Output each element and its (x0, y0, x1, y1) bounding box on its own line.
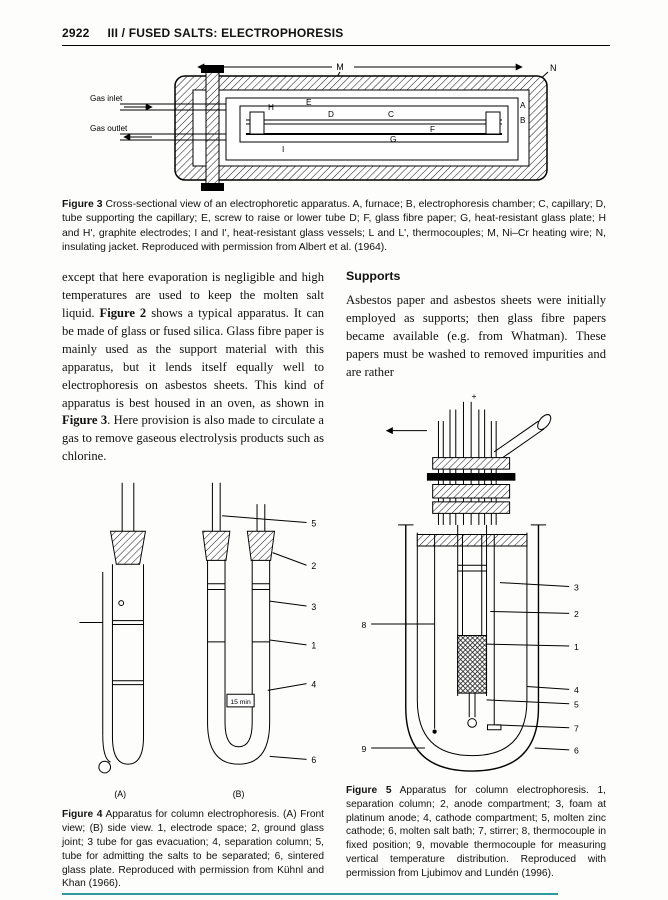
callout-4: 4 (311, 680, 316, 690)
callout-7: 7 (574, 723, 579, 733)
left-paragraph-seg1: except that here evaporation is negligib… (62, 270, 324, 321)
callout-8: 8 (362, 620, 367, 630)
figure5-caption-label: Figure 5 (346, 784, 392, 796)
figure3-caption-label: Figure 3 (62, 199, 103, 210)
running-title: III / FUSED SALTS: ELECTROPHORESIS (107, 26, 344, 40)
left-column: except that here evaporation is negligib… (62, 269, 324, 891)
right-column: Supports Asbestos paper and asbestos she… (346, 269, 606, 891)
figure4-caption-text: Apparatus for column electrophoresis. (A… (62, 809, 324, 890)
right-paragraph: Asbestos paper and asbestos sheets were … (346, 293, 606, 379)
callout-6: 6 (574, 746, 579, 756)
label-N: N (550, 63, 557, 73)
label-A-view: (A) (114, 789, 126, 799)
label-H: H (268, 103, 274, 112)
label-D: D (328, 110, 334, 119)
label-G: G (390, 135, 396, 144)
label-F: F (430, 125, 435, 134)
callout-5: 5 (574, 699, 579, 709)
page-bottom-rule (62, 893, 558, 895)
stopper-B-right (246, 530, 276, 561)
callout-1: 1 (311, 641, 316, 651)
label-A: A (520, 101, 526, 110)
label-C: C (388, 110, 394, 119)
callout-2: 2 (311, 561, 316, 571)
figure4-caption: Figure 4 Apparatus for column electropho… (62, 808, 324, 891)
two-column-body: except that here evaporation is negligib… (62, 269, 606, 891)
page-header: 2922 III / FUSED SALTS: ELECTROPHORESIS (62, 26, 610, 46)
supports-heading: Supports (346, 269, 401, 284)
figure2-reference: Figure 2 (99, 306, 147, 321)
figure3-block: M N Gas inlet Gas outlet (90, 60, 668, 192)
figure3-caption: Figure 3 Cross-sectional view of an elec… (62, 198, 606, 255)
label-gas-outlet: Gas outlet (90, 124, 128, 133)
figure5-diagram: + (362, 391, 579, 780)
left-paragraph: except that here evaporation is negligib… (62, 269, 324, 466)
label-M: M (336, 62, 344, 72)
left-paragraph-seg2: shows a typical apparatus. It can be mad… (62, 306, 325, 410)
callout-6: 6 (311, 755, 316, 765)
plus-label: + (472, 391, 477, 401)
label-gas-inlet: Gas inlet (90, 94, 123, 103)
figure4-caption-label: Figure 4 (62, 809, 103, 821)
figure3-diagram: M N Gas inlet Gas outlet (90, 62, 557, 191)
figure3-caption-text: Cross-sectional view of an electrophoret… (62, 199, 606, 254)
outer-vessel (406, 525, 539, 771)
screw-column (206, 70, 219, 186)
figure4-diagram: (A) 15 min (62, 474, 316, 799)
label-I: I (282, 145, 284, 154)
callout-9: 9 (362, 744, 367, 754)
page-number: 2922 (62, 26, 90, 40)
callout-5: 5 (311, 518, 316, 528)
figure3-reference: Figure 3 (62, 413, 108, 428)
callout-2: 2 (574, 609, 579, 619)
stopper-A (109, 530, 147, 565)
stopper-B-left (202, 530, 231, 561)
callout-1: 1 (574, 642, 579, 652)
molten-zinc-cathode (458, 635, 487, 693)
left-paragraph-seg3: . Here provision is also made to circula… (62, 413, 325, 464)
callout-3: 3 (574, 582, 579, 592)
label-B-view: (B) (233, 789, 245, 799)
label-E: E (306, 98, 312, 107)
scale-label: 15 min (230, 699, 251, 706)
figure5-caption: Figure 5 Apparatus for column electropho… (346, 784, 606, 881)
callout-3: 3 (311, 602, 316, 612)
label-B: B (520, 116, 526, 125)
figure5-caption-text: Apparatus for column electrophoresis. 1,… (346, 784, 606, 880)
callout-4: 4 (574, 685, 579, 695)
